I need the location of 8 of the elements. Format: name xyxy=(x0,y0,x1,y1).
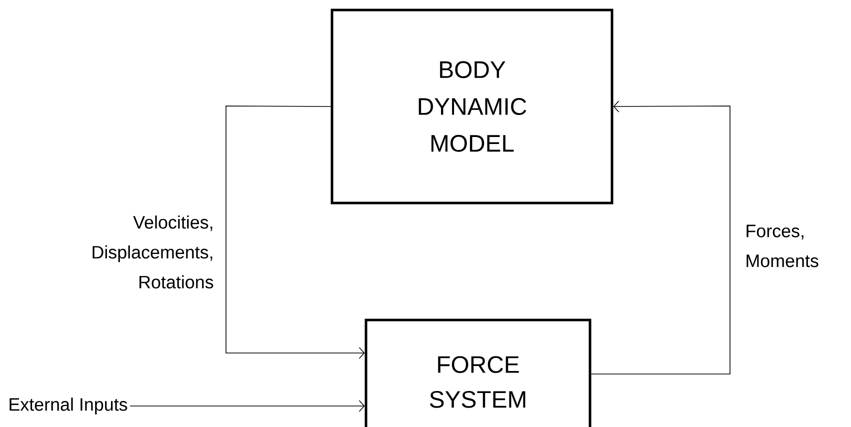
process-box: FORCE SYSTEM xyxy=(364,318,592,427)
arrow xyxy=(590,100,730,374)
arrow xyxy=(130,400,365,412)
input-label: External Inputs xyxy=(10,398,128,414)
process-box: BODY DYNAMIC MODEL xyxy=(330,8,614,204)
edge-label: Forces, Moments xyxy=(746,224,818,268)
arrow xyxy=(226,106,365,359)
edge-label: Velocities, Displacements, Rotations xyxy=(92,216,214,288)
